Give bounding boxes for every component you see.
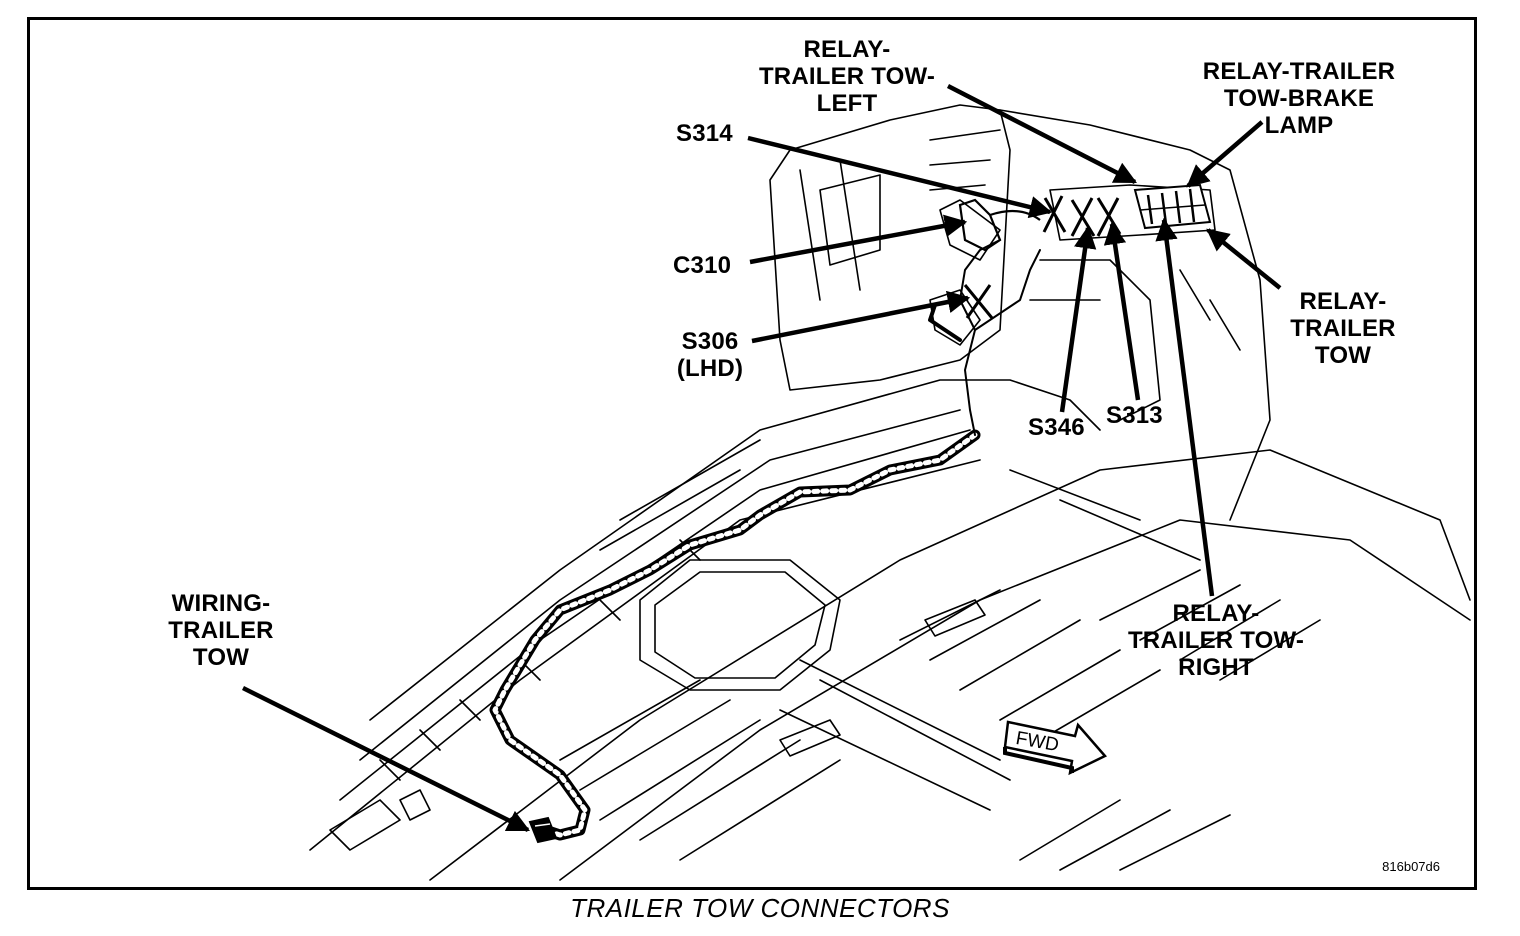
label-s306-lhd: S306 (LHD)	[676, 328, 744, 382]
rear-pillar	[769, 104, 1011, 391]
leader-lines	[241, 83, 1282, 833]
leader-s313	[1103, 221, 1141, 401]
spare-tire-well	[639, 559, 841, 691]
rear-sill	[369, 379, 1101, 721]
label-c310: C310	[673, 252, 732, 279]
leader-relay-right	[1155, 217, 1215, 597]
label-s313: S313	[1106, 402, 1163, 429]
leader-relay-left	[946, 83, 1138, 185]
label-relay-trailer-tow-brake-lamp: RELAY-TRAILER TOW-BRAKE LAMP	[1202, 58, 1396, 139]
right-body-panel	[999, 109, 1271, 521]
relay-block	[1133, 183, 1212, 230]
leader-s346	[1059, 225, 1097, 413]
leader-wiring	[241, 685, 531, 833]
floor-panel	[429, 449, 1471, 881]
label-relay-trailer-tow-left: RELAY- TRAILER TOW- LEFT	[758, 36, 936, 117]
label-relay-trailer-tow: RELAY- TRAILER TOW	[1290, 288, 1396, 369]
fwd-arrow: FWD	[1003, 720, 1108, 776]
tow-connector	[528, 816, 558, 844]
leader-relay-tow	[1206, 228, 1282, 290]
leader-s306	[751, 290, 971, 344]
label-relay-trailer-tow-right: RELAY- TRAILER TOW- RIGHT	[1127, 600, 1305, 681]
leader-s314	[747, 135, 1053, 219]
label-wiring-trailer-tow: WIRING- TRAILER TOW	[168, 590, 274, 671]
figure-caption: TRAILER TOW CONNECTORS	[570, 893, 950, 923]
diagram-frame	[27, 17, 1477, 890]
label-s314: S314	[676, 120, 733, 147]
leader-relay-brake	[1186, 120, 1264, 188]
trailer-tow-harness	[489, 239, 1041, 841]
leader-c310	[749, 214, 968, 265]
label-s346: S346	[1028, 414, 1085, 441]
figure-code: 816b07d6	[1382, 859, 1440, 874]
